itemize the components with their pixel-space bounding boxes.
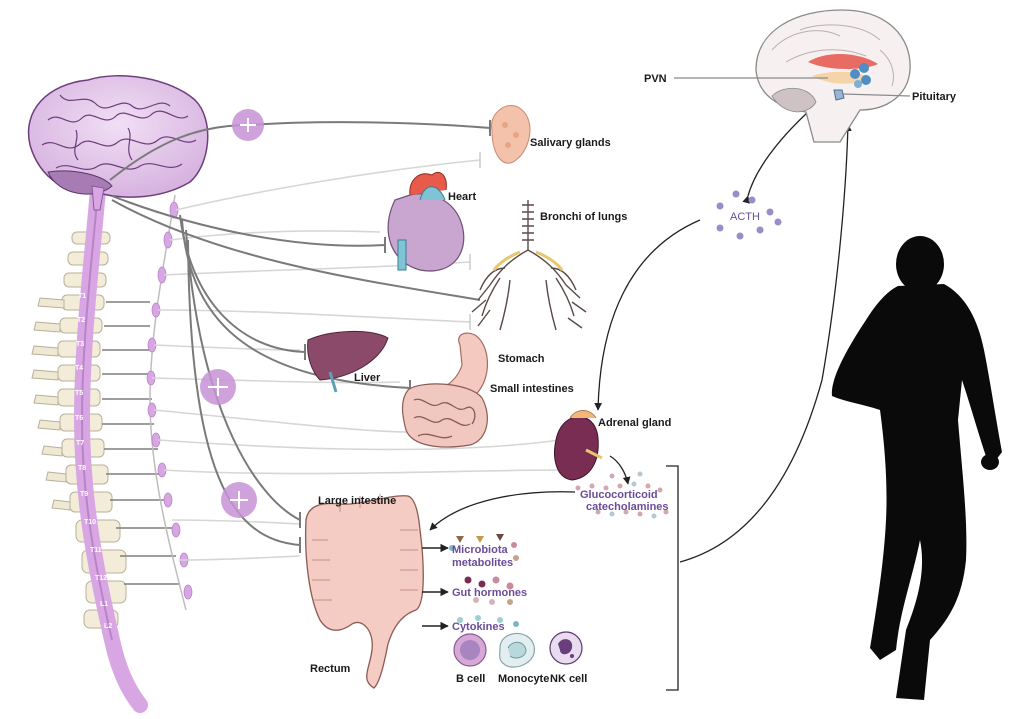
vertebra-label: T3 <box>76 341 84 348</box>
vertebra-label: T9 <box>80 491 88 498</box>
heart-organ <box>387 171 465 272</box>
vertebra-label: T7 <box>76 440 84 447</box>
b-cell-icon <box>453 633 487 667</box>
large-intestine <box>304 494 424 689</box>
label-salivary-glands: Salivary glands <box>530 137 611 149</box>
label-pituitary: Pituitary <box>912 91 957 103</box>
liver-organ <box>307 331 389 393</box>
label-stomach: Stomach <box>498 353 545 365</box>
brain-left <box>27 75 209 211</box>
monocyte-icon <box>499 632 535 668</box>
small-intestines <box>401 383 488 448</box>
vertebra-label: T2 <box>77 317 85 324</box>
label-catecholamines: catecholamines <box>586 501 669 513</box>
vertebra-label: T5 <box>75 390 83 397</box>
vertebra-label: L1 <box>100 601 108 608</box>
label-small-intestines: Small intestines <box>490 383 574 395</box>
vertebra-label: T10 <box>84 519 96 526</box>
label-large-intestine: Large intestine <box>318 495 396 507</box>
label-monocyte: Monocyte <box>498 673 549 685</box>
label-bronchi: Bronchi of lungs <box>540 211 627 223</box>
hpa-arrows <box>429 111 852 691</box>
vertebra-label: T12 <box>95 575 107 582</box>
adrenal-kidney <box>554 410 603 481</box>
organ-labels: Salivary glands Heart Bronchi of lungs L… <box>310 73 957 685</box>
gut-output-arrows <box>422 543 449 631</box>
label-liver: Liver <box>354 372 381 384</box>
vertebra-label: L2 <box>104 623 112 630</box>
stomach-organ <box>437 332 489 400</box>
label-acth: ACTH <box>730 211 760 223</box>
acth-dots <box>716 190 782 240</box>
label-pvn: PVN <box>644 73 667 85</box>
vertebra-label: T4 <box>75 365 83 372</box>
runner-silhouette-icon <box>831 236 1002 700</box>
label-rectum: Rectum <box>310 663 351 675</box>
vertebra-label: T6 <box>75 415 83 422</box>
label-gut-hormones: Gut hormones <box>452 587 527 599</box>
vertebra-label: T1 <box>78 293 86 300</box>
label-nk-cell: NK cell <box>550 673 587 685</box>
sympathetic-ganglia <box>146 201 193 600</box>
microbiota-dots <box>449 534 519 627</box>
vertebra-label: T11 <box>90 547 102 554</box>
ganglion-circles <box>200 109 264 518</box>
vertebra-label: T8 <box>78 465 86 472</box>
lungs <box>471 200 587 331</box>
hormone-dots <box>575 471 669 519</box>
nk-cell-icon <box>549 631 583 665</box>
nerve-pathways <box>109 120 566 561</box>
spinal-nerves <box>102 301 180 585</box>
label-heart: Heart <box>448 191 476 203</box>
label-cytokines: Cytokines <box>452 621 505 633</box>
label-microbiota: Microbiota <box>452 544 508 556</box>
brain-sagittal <box>674 9 911 143</box>
salivary-gland <box>491 105 531 164</box>
label-b-cell: B cell <box>456 673 485 685</box>
label-glucocorticoid: Glucocorticoid <box>580 489 658 501</box>
label-adrenal-gland: Adrenal gland <box>598 417 671 429</box>
label-metabolites: metabolites <box>452 557 513 569</box>
